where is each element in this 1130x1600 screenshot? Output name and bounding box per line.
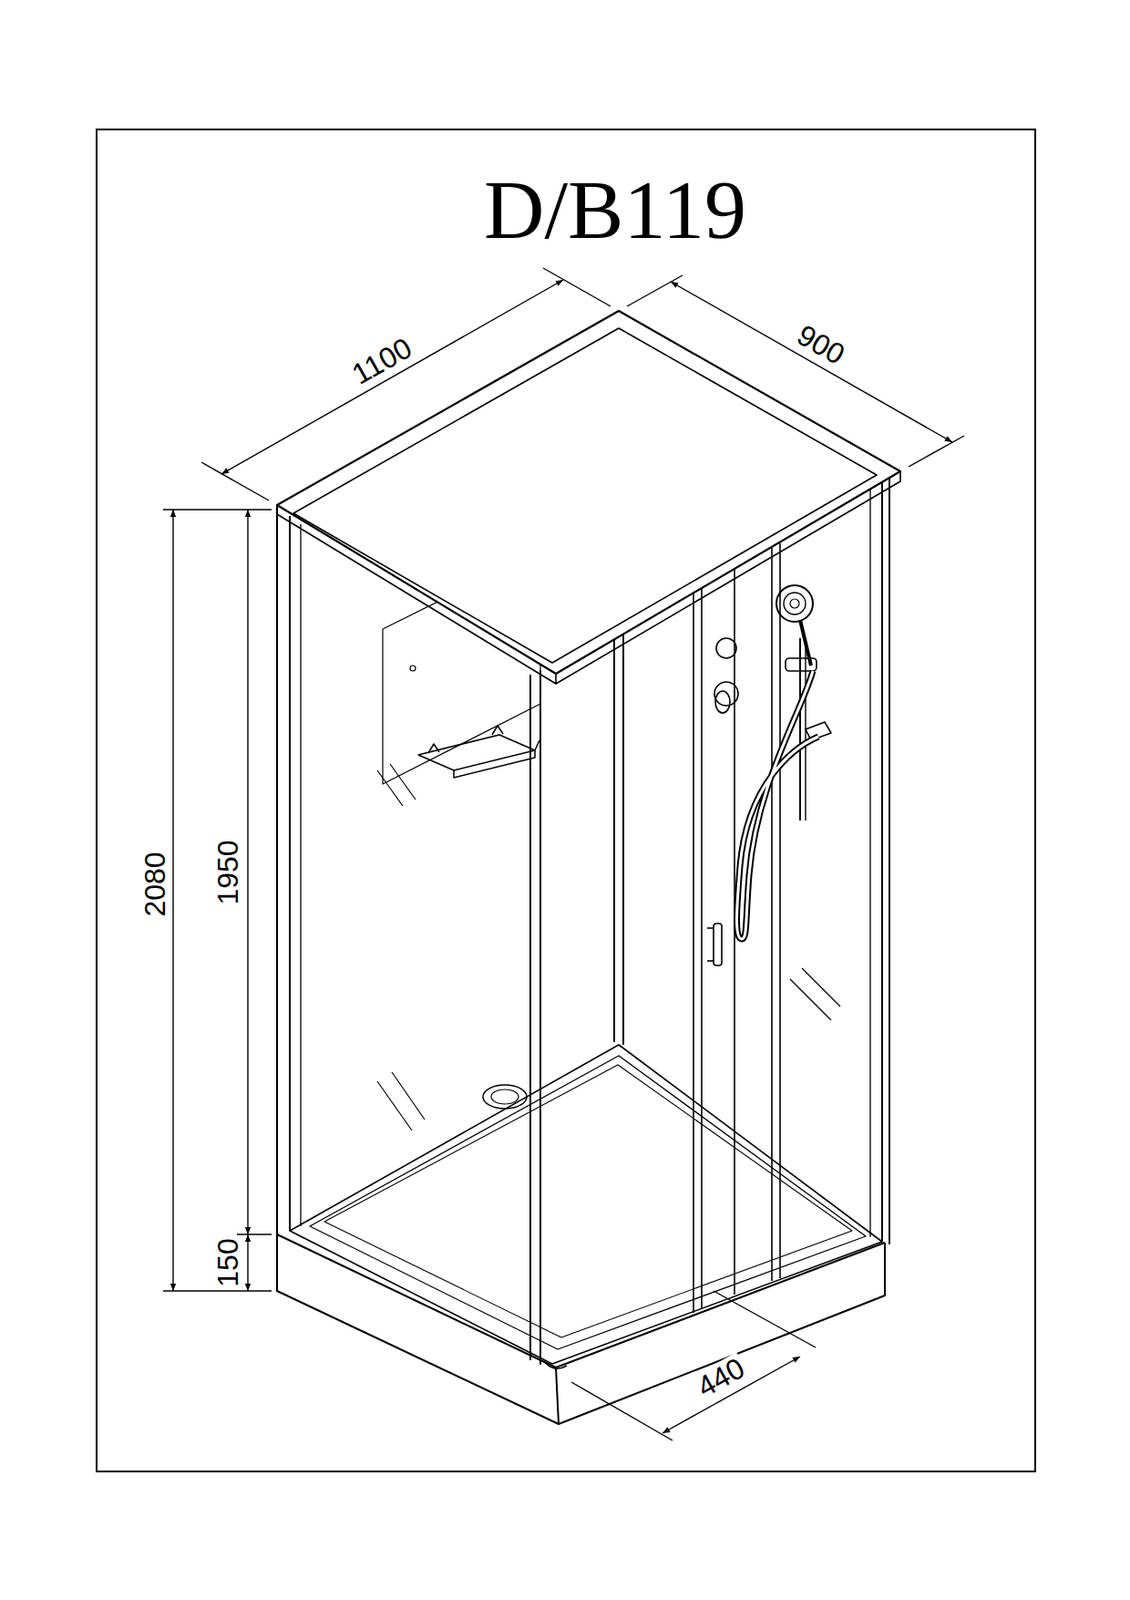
dimension-value-holder: 440: [690, 1351, 751, 1403]
dimension-value: 150: [213, 1235, 243, 1288]
dimension-value: 900: [791, 318, 852, 370]
dimension-value: 440: [690, 1351, 751, 1403]
dimension-value: 1950: [213, 837, 243, 906]
dimension-value-holder: 1100: [345, 331, 418, 391]
model-title-holder: D/B119: [483, 167, 747, 252]
dimension-value-holder: 1950: [213, 837, 243, 906]
dimension-value: 2080: [140, 849, 170, 918]
model-title: D/B119: [483, 167, 747, 252]
dimension-value: 1100: [345, 331, 418, 391]
dimension-value-holder: 150: [213, 1235, 243, 1288]
dimension-value-holder: 900: [791, 318, 852, 370]
dimension-value-holder: 2080: [140, 849, 170, 918]
